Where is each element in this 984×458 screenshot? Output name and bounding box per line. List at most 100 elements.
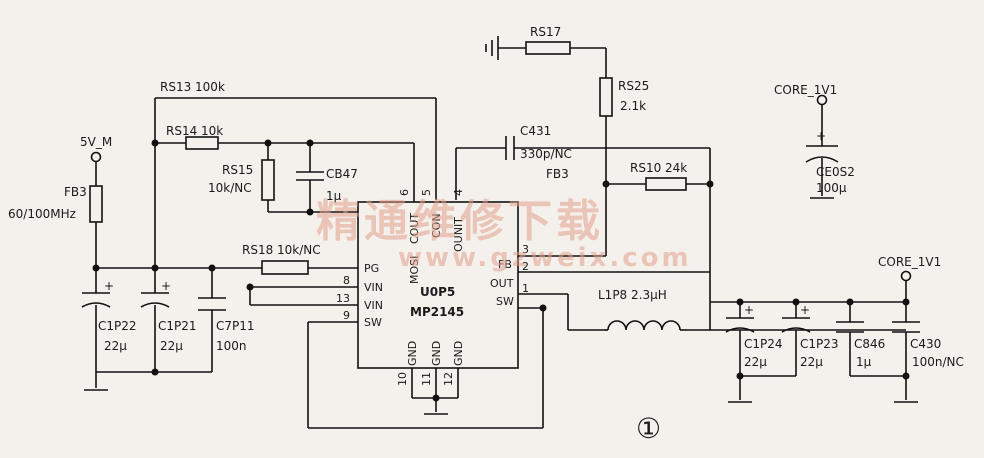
svg-text:+: + <box>816 129 826 143</box>
label-fb3-value: 60/100MHz <box>8 207 76 221</box>
label-c431: C431 <box>520 124 551 138</box>
chip-pin-num-5: 5 <box>420 189 433 196</box>
label-c1p24: C1P24 <box>744 337 783 351</box>
label-rs13: RS13 100k <box>160 80 225 94</box>
label-rs15: RS15 <box>222 163 253 177</box>
capacitor-c1p21: + <box>140 279 171 308</box>
label-rs15-value: 10k/NC <box>208 181 252 195</box>
label-rs25: RS25 <box>618 79 649 93</box>
terminal-core-1v1-top <box>816 94 828 106</box>
label-c846-value: 1μ <box>856 355 872 369</box>
chip-pin-sw-9: SW <box>364 316 382 329</box>
chip-labels: U0P5 MP2145 PG 8 VIN 13 VIN 9 SW FB 3 OU… <box>336 189 529 386</box>
capacitor-c430 <box>892 321 920 333</box>
label-rs18: RS18 10k/NC <box>242 243 321 257</box>
capacitor-c7p11 <box>198 297 226 311</box>
chip-pin-gnd-10: GND <box>406 341 419 366</box>
label-rs25-value: 2.1k <box>620 99 646 113</box>
resistor-rs15 <box>261 159 275 201</box>
label-core-1v1-out: CORE_1V1 <box>878 255 941 269</box>
chip-pin-num-12: 12 <box>442 372 455 386</box>
chip-pin-num-6: 6 <box>398 189 411 196</box>
figure-number: ① <box>636 412 661 445</box>
label-c430: C430 <box>910 337 941 351</box>
chip-ref: U0P5 <box>420 285 455 299</box>
label-cb47: CB47 <box>326 167 358 181</box>
label-c846: C846 <box>854 337 885 351</box>
resistor-rs25 <box>599 77 613 117</box>
chip-pin-num-1: 1 <box>522 282 529 295</box>
chip-pin-sw-1: SW <box>496 295 514 308</box>
resistor-rs10 <box>645 177 687 191</box>
label-ceos2: CE0S2 <box>816 165 855 179</box>
label-fb3: FB3 <box>64 185 87 199</box>
label-l1p8: L1P8 2.3μH <box>598 288 667 302</box>
chip-pin-mosi: MOSI <box>408 256 421 284</box>
chip-body <box>357 201 519 369</box>
chip-pin-vin-13: VIN <box>364 299 383 312</box>
label-c1p23-value: 22μ <box>800 355 823 369</box>
chip-pin-num-2: 2 <box>522 260 529 273</box>
chip-pin-num-3: 3 <box>522 243 529 256</box>
chip-pin-vin-8: VIN <box>364 281 383 294</box>
chip-pin-gnd-12: GND <box>452 341 465 366</box>
label-c1p24-value: 22μ <box>744 355 767 369</box>
label-c7p11-value: 100n <box>216 339 247 353</box>
resistor-rs17 <box>525 41 571 55</box>
capacitor-c846 <box>836 321 864 333</box>
svg-text:+: + <box>800 303 810 317</box>
svg-text:+: + <box>161 279 171 293</box>
ground-symbol-rs17 <box>485 36 499 60</box>
junction-dots <box>92 139 910 402</box>
watermark-url: www.gzweix.com <box>398 243 692 273</box>
label-core-1v1-top: CORE_1V1 <box>774 83 837 97</box>
label-rs14: RS14 10k <box>166 124 223 138</box>
chip-part: MP2145 <box>410 305 464 319</box>
chip-pin-out: OUT <box>490 277 514 290</box>
chip-pin-num-4: 4 <box>452 189 465 196</box>
resistor-rs18 <box>261 260 309 275</box>
resistor-rs14 <box>185 136 219 150</box>
label-cb47-value: 1μ <box>326 189 342 203</box>
label-c430-value: 100n/NC <box>912 355 964 369</box>
chip-pin-pg: PG <box>364 262 379 275</box>
label-c1p21: C1P21 <box>158 319 197 333</box>
chip-pin-num-9: 9 <box>343 309 350 322</box>
svg-text:+: + <box>744 303 754 317</box>
label-fb3-net: FB3 <box>546 167 569 181</box>
chip-pin-cout: COUT <box>408 213 421 244</box>
capacitor-ceos2: + <box>805 129 839 163</box>
label-5v-m: 5V_M <box>80 135 112 149</box>
chip-pin-ounit: OUNIT <box>452 217 465 252</box>
label-c7p11: C7P11 <box>216 319 255 333</box>
ferrite-fb3 <box>89 185 103 223</box>
chip-pin-num-8: 8 <box>343 274 350 287</box>
chip-pin-num-11: 11 <box>420 372 433 386</box>
label-c431-value: 330p/NC <box>520 147 572 161</box>
label-ceos2-value: 100μ <box>816 181 847 195</box>
label-c1p21-value: 22μ <box>160 339 183 353</box>
wires <box>95 47 907 429</box>
inductor-l1p8 <box>604 318 686 334</box>
chip-pin-fb: FB <box>498 258 512 271</box>
chip-pin-con: CON <box>430 213 443 238</box>
label-rs17: RS17 <box>530 25 561 39</box>
label-c1p23: C1P23 <box>800 337 839 351</box>
terminal-core-1v1-out <box>900 270 912 282</box>
capacitor-cb47 <box>296 171 324 181</box>
label-rs10: RS10 24k <box>630 161 687 175</box>
capacitor-c1p24: + <box>725 303 755 333</box>
label-c1p22: C1P22 <box>98 319 137 333</box>
terminal-5v-m <box>90 151 102 163</box>
chip-pin-num-13: 13 <box>336 292 350 305</box>
labels: RS13 100k RS14 10k RS15 10k/NC CB47 1μ R… <box>8 25 964 445</box>
capacitor-c431 <box>505 136 515 160</box>
watermark-cn: 精通维修下载 <box>316 196 604 247</box>
svg-text:+: + <box>104 279 114 293</box>
capacitor-c1p23: + <box>781 303 811 333</box>
chip-pin-gnd-11: GND <box>430 341 443 366</box>
chip-pin-num-10: 10 <box>396 372 409 386</box>
label-c1p22-value: 22μ <box>104 339 127 353</box>
